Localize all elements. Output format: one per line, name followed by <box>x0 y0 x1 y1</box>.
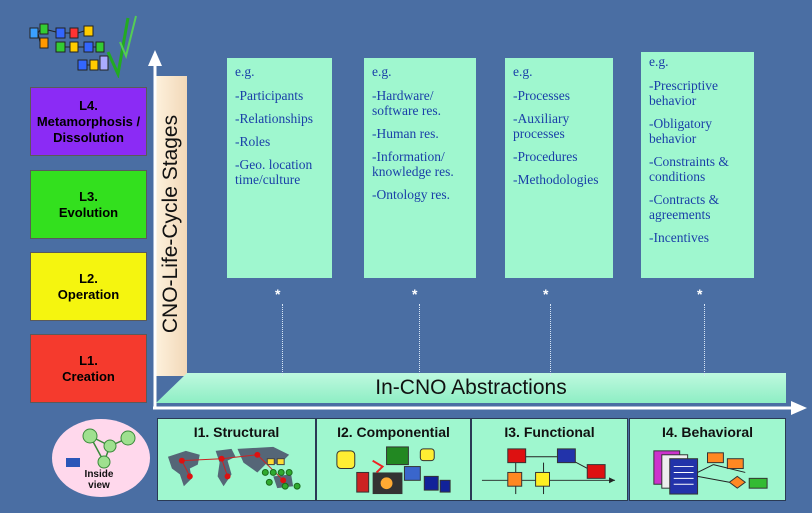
stage-name: Creation <box>62 368 115 384</box>
category-item: -Prescriptive behavior <box>649 78 718 108</box>
stage-name: Evolution <box>58 204 119 220</box>
category-item: -Human res. <box>372 126 439 141</box>
stage-operation: L2. Operation <box>30 252 147 321</box>
category-box-structural: e.g. -Participants -Relationships -Roles… <box>227 58 332 278</box>
abstraction-structural: I1. Structural <box>157 418 316 501</box>
category-item: -Procedures <box>513 149 578 164</box>
category-item: -Geo. location time/culture <box>235 157 313 187</box>
stage-name: Operation <box>57 286 120 302</box>
eg-label: e.g. <box>235 64 255 79</box>
stage-code: L2. <box>79 270 98 286</box>
stage-creation: L1. Creation <box>30 334 147 403</box>
dotted-connector <box>282 304 283 376</box>
category-box-componential: e.g. -Hardware/ software res. -Human res… <box>364 58 476 278</box>
category-box-functional: e.g. -Processes -Auxiliary processes -Pr… <box>505 58 613 278</box>
category-item: -Auxiliary processes <box>513 111 570 141</box>
inside-view-label: Inside view <box>84 469 114 491</box>
process-flow-icon <box>481 448 616 495</box>
abstraction-title: I4. Behavioral <box>661 424 754 440</box>
stage-metamorphosis: L4. Metamorphosis / Dissolution <box>30 87 147 156</box>
category-item: -Ontology res. <box>372 187 450 202</box>
asterisk-marker: * <box>275 286 281 302</box>
category-item: -Constraints & conditions <box>649 154 729 184</box>
asterisk-marker: * <box>412 286 418 302</box>
abstractions-axis-label: In-CNO Abstractions <box>375 376 567 399</box>
category-item: -Information/ knowledge res. <box>372 149 454 179</box>
category-item: -Processes <box>513 88 570 103</box>
category-item: -Incentives <box>649 230 709 245</box>
dotted-connector <box>419 304 420 376</box>
category-item: -Roles <box>235 134 271 149</box>
category-item: -Obligatory behavior <box>649 116 712 146</box>
stage-code: L4. <box>79 97 98 113</box>
stage-code: L1. <box>79 352 98 368</box>
category-item: -Methodologies <box>513 172 599 187</box>
stage-code: L3. <box>79 188 98 204</box>
eg-label: e.g. <box>513 64 533 79</box>
category-item: -Relationships <box>235 111 313 126</box>
abstraction-componential: I2. Componential <box>316 418 471 501</box>
block-diagram-logo-icon <box>29 15 137 78</box>
dotted-connector <box>704 304 705 376</box>
abstraction-title: I3. Functional <box>504 424 595 440</box>
eg-label: e.g. <box>649 54 669 69</box>
components-icon <box>336 446 451 495</box>
dotted-connector <box>550 304 551 376</box>
asterisk-marker: * <box>697 286 703 302</box>
category-item: -Participants <box>235 88 304 103</box>
abstraction-functional: I3. Functional <box>471 418 628 501</box>
abstraction-title: I2. Componential <box>337 424 450 440</box>
stage-name: Metamorphosis / Dissolution <box>36 113 141 145</box>
abstraction-title: I1. Structural <box>193 424 280 440</box>
category-box-behavioral: e.g. -Prescriptive behavior -Obligatory … <box>641 52 754 278</box>
abstractions-axis-bar <box>156 373 786 403</box>
eg-label: e.g. <box>372 64 392 79</box>
category-item: -Contracts & agreements <box>649 192 720 222</box>
documents-flow-icon <box>653 450 768 495</box>
abstraction-behavioral: I4. Behavioral <box>629 418 786 501</box>
world-map-network-icon <box>167 446 301 490</box>
lifecycle-axis-bar <box>156 76 187 376</box>
network-nodes-icon <box>66 428 136 469</box>
asterisk-marker: * <box>543 286 549 302</box>
category-item: -Hardware/ software res. <box>372 88 441 118</box>
stage-evolution: L3. Evolution <box>30 170 147 239</box>
